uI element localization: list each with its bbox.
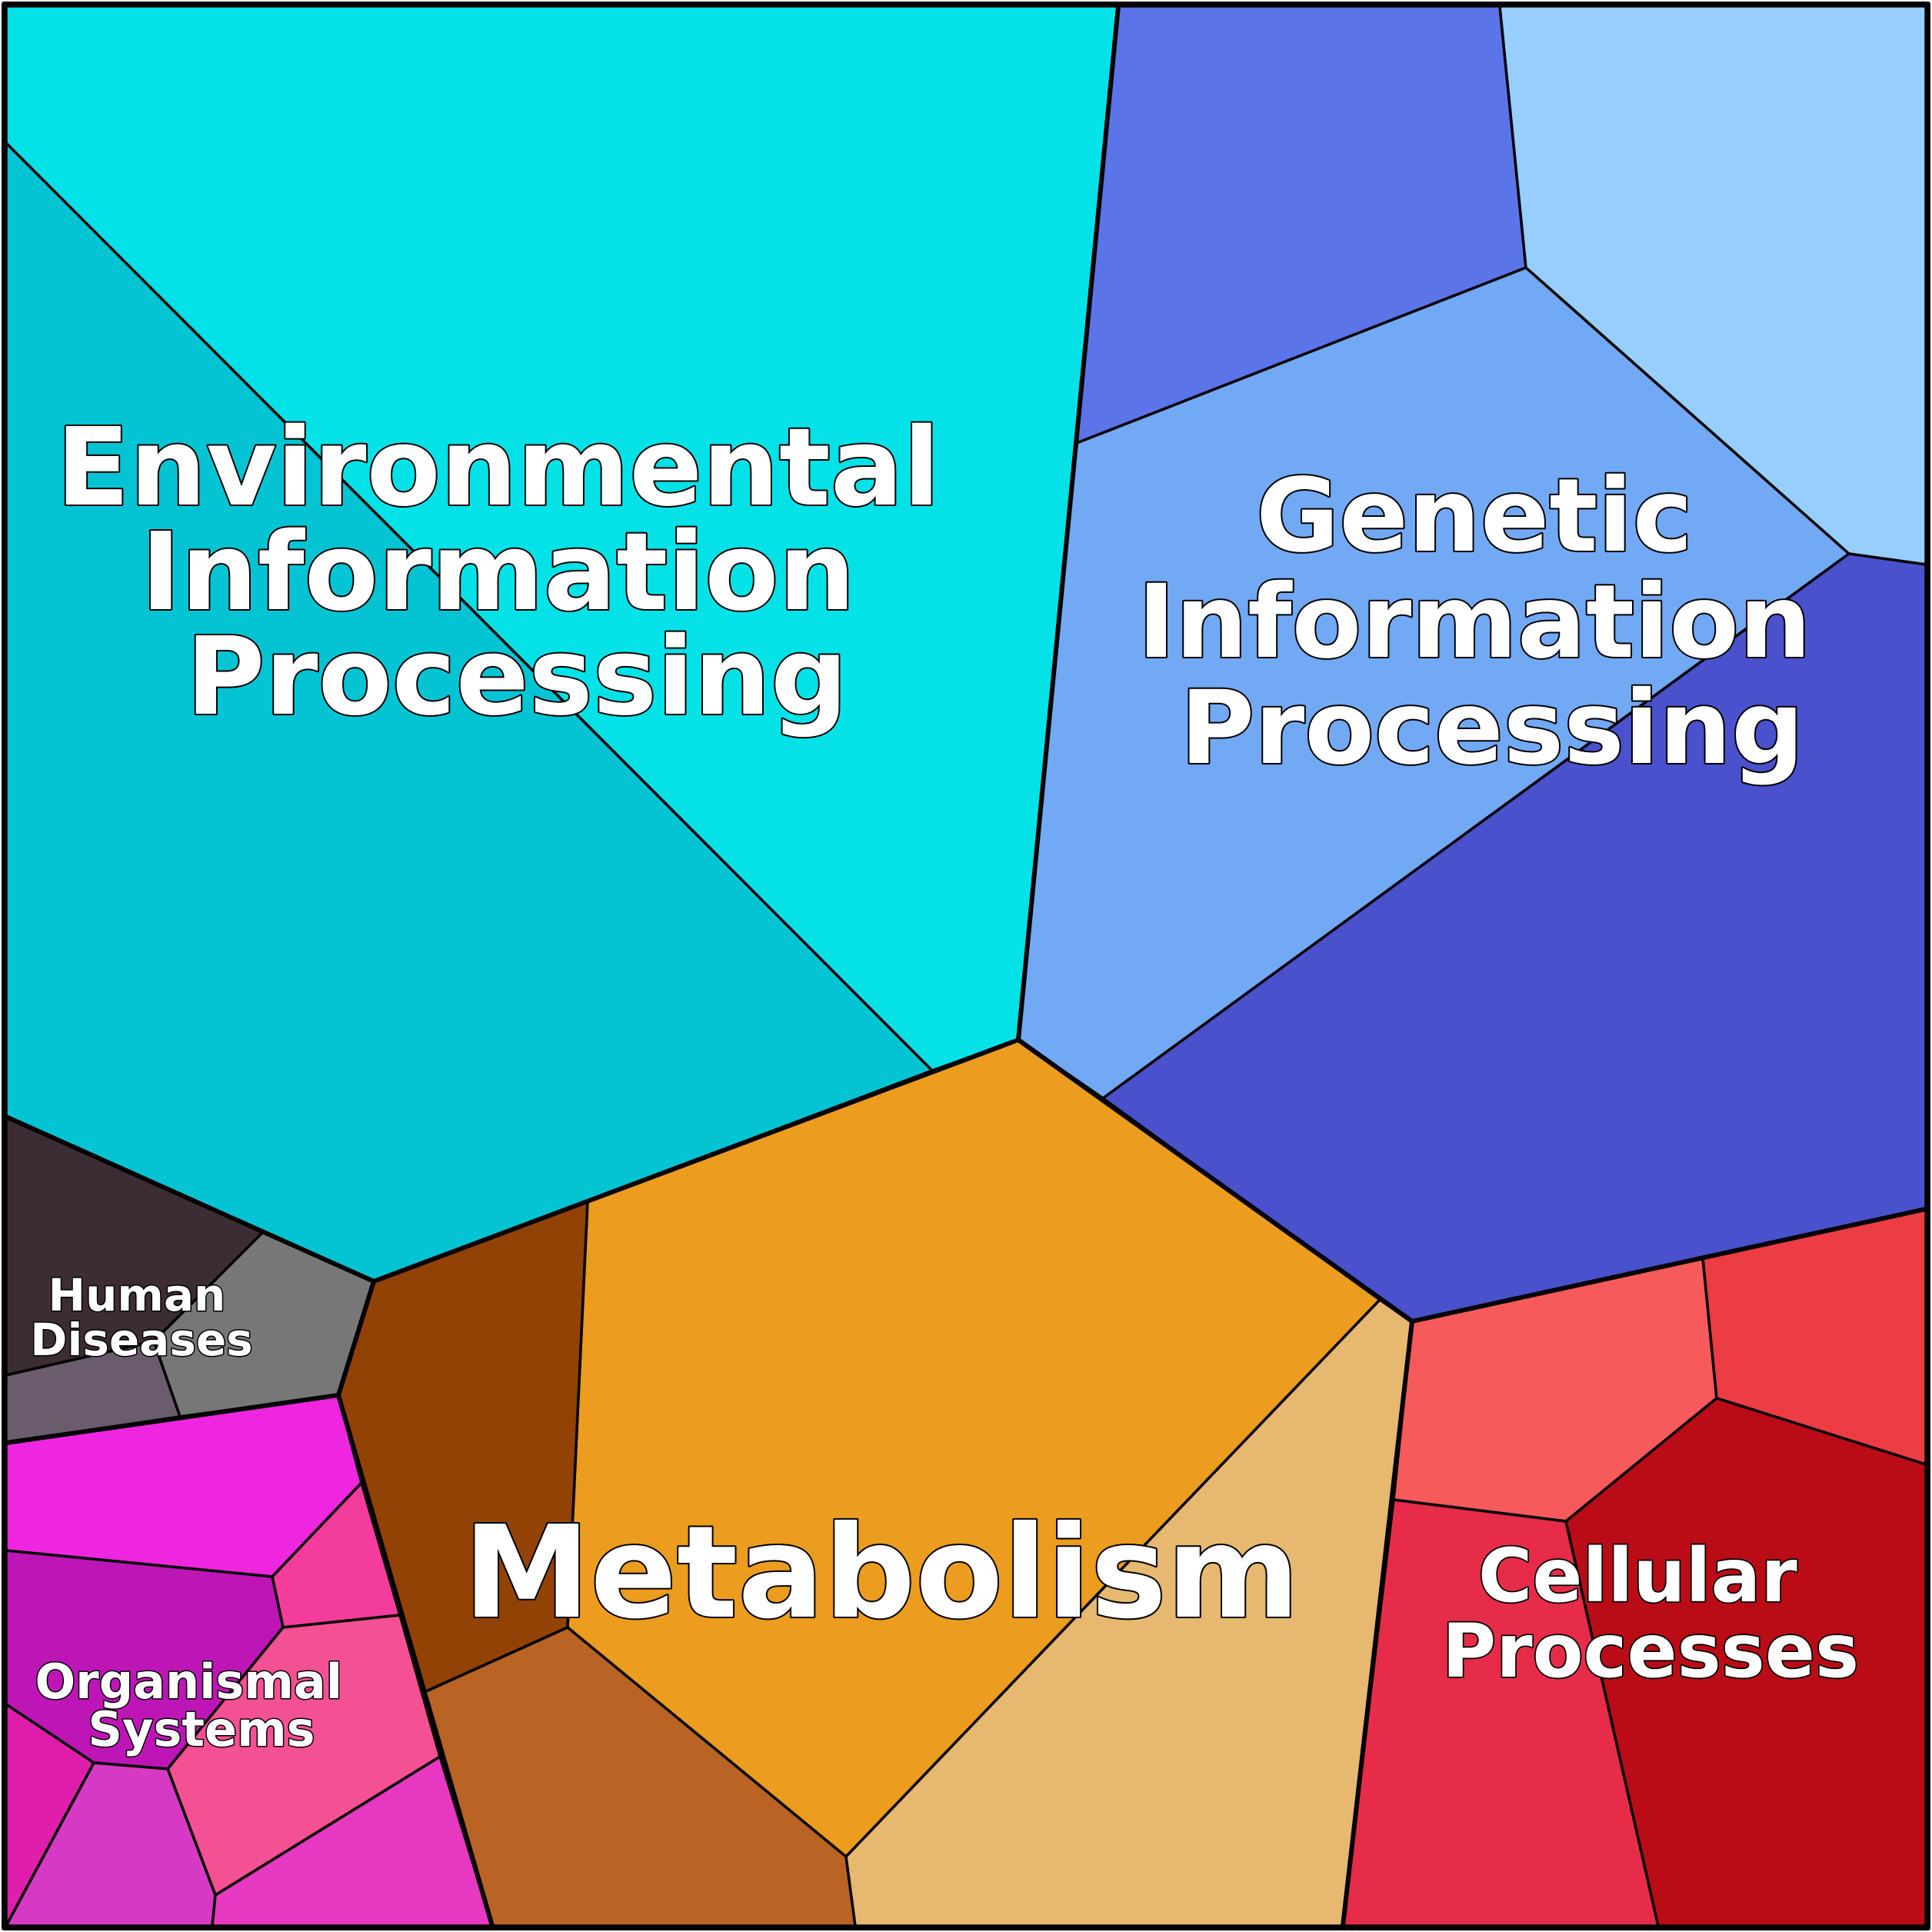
label-human-diseases: Human Diseases	[30, 1269, 252, 1366]
boundary-env-human	[5, 1114, 375, 1284]
boundary-gen-cell	[1411, 1207, 1927, 1324]
label-genetic-information-processing: Genetic Information Processing	[1138, 457, 1847, 788]
region-human-diseases	[5, 1115, 375, 1444]
region-metabolism	[337, 1038, 1414, 1927]
region-genetic-information-processing	[1017, 5, 1927, 1323]
label-metabolism: Metabolism	[463, 1499, 1300, 1647]
boundary-human-org	[5, 1393, 339, 1445]
boundary-meta-cell	[1341, 1321, 1414, 1927]
boundary-human-meta	[336, 1281, 376, 1396]
label-environmental-information-processing: Environmental Information Processing	[56, 405, 978, 740]
label-cellular-processes: Cellular Processes	[1442, 1533, 1859, 1694]
boundary-env-meta	[372, 1038, 1020, 1284]
region-organismal-systems	[5, 1394, 494, 1927]
boundary-meta-gen	[1017, 1038, 1414, 1324]
label-organismal-systems: Organismal Systems	[35, 1654, 358, 1757]
labels: Environmental Information Processing Gen…	[29, 404, 1860, 1759]
boundary-meta-org	[336, 1394, 495, 1927]
boundary-env-gen	[1016, 5, 1121, 1041]
region-cellular-processes	[1341, 1208, 1927, 1927]
